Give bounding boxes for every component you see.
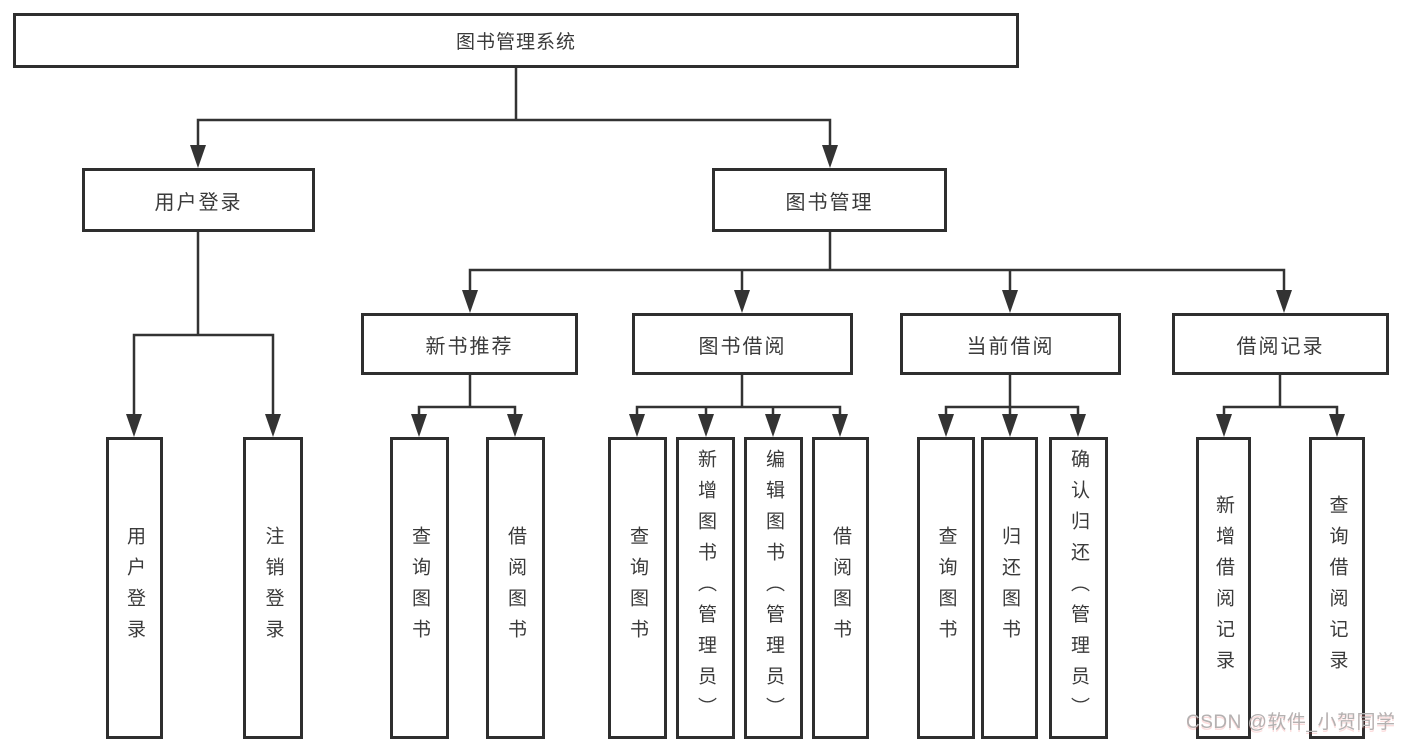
watermark-text: CSDN @软件_小贺同学	[1186, 712, 1396, 733]
leaf-borrow-borrow-book: 借阅图书	[812, 437, 869, 739]
leaf-newbook-query-book: 查询图书	[390, 437, 449, 739]
node-root: 图书管理系统	[13, 13, 1019, 68]
edge-userlogin-bracket	[132, 333, 275, 418]
leaf-current-return-book: 归还图书	[981, 437, 1038, 739]
node-book-mgmt: 图书管理	[712, 168, 947, 232]
leaf-records-query-record: 查询借阅记录	[1309, 437, 1365, 739]
node-book-borrow: 图书借阅	[632, 313, 853, 375]
node-user-login: 用户登录	[82, 168, 315, 232]
node-new-book-recommend: 新书推荐	[361, 313, 578, 375]
node-borrow-records: 借阅记录	[1172, 313, 1389, 375]
edge-bookmgmt-bracket	[468, 268, 1286, 296]
edge-current-bracket	[944, 405, 1080, 420]
leaf-borrow-edit-book-admin: 编辑图书（管理员）	[744, 437, 803, 739]
node-current-borrow: 当前借阅	[900, 313, 1121, 375]
leaf-user-login: 用户登录	[106, 437, 163, 739]
leaf-newbook-borrow-book: 借阅图书	[486, 437, 545, 739]
leaf-logout: 注销登录	[243, 437, 303, 739]
arrowheads	[126, 145, 1345, 437]
leaf-borrow-add-book-admin: 新增图书（管理员）	[676, 437, 735, 739]
leaf-borrow-query-book: 查询图书	[608, 437, 667, 739]
leaf-records-add-record: 新增借阅记录	[1196, 437, 1251, 739]
edge-newbook-bracket	[417, 405, 517, 420]
edge-records-bracket	[1222, 405, 1339, 420]
leaf-current-query-book: 查询图书	[917, 437, 975, 739]
edge-borrow-bracket	[635, 405, 842, 420]
leaf-current-confirm-return-admin: 确认归还（管理员）	[1049, 437, 1108, 739]
edge-root-bracket	[196, 118, 832, 150]
